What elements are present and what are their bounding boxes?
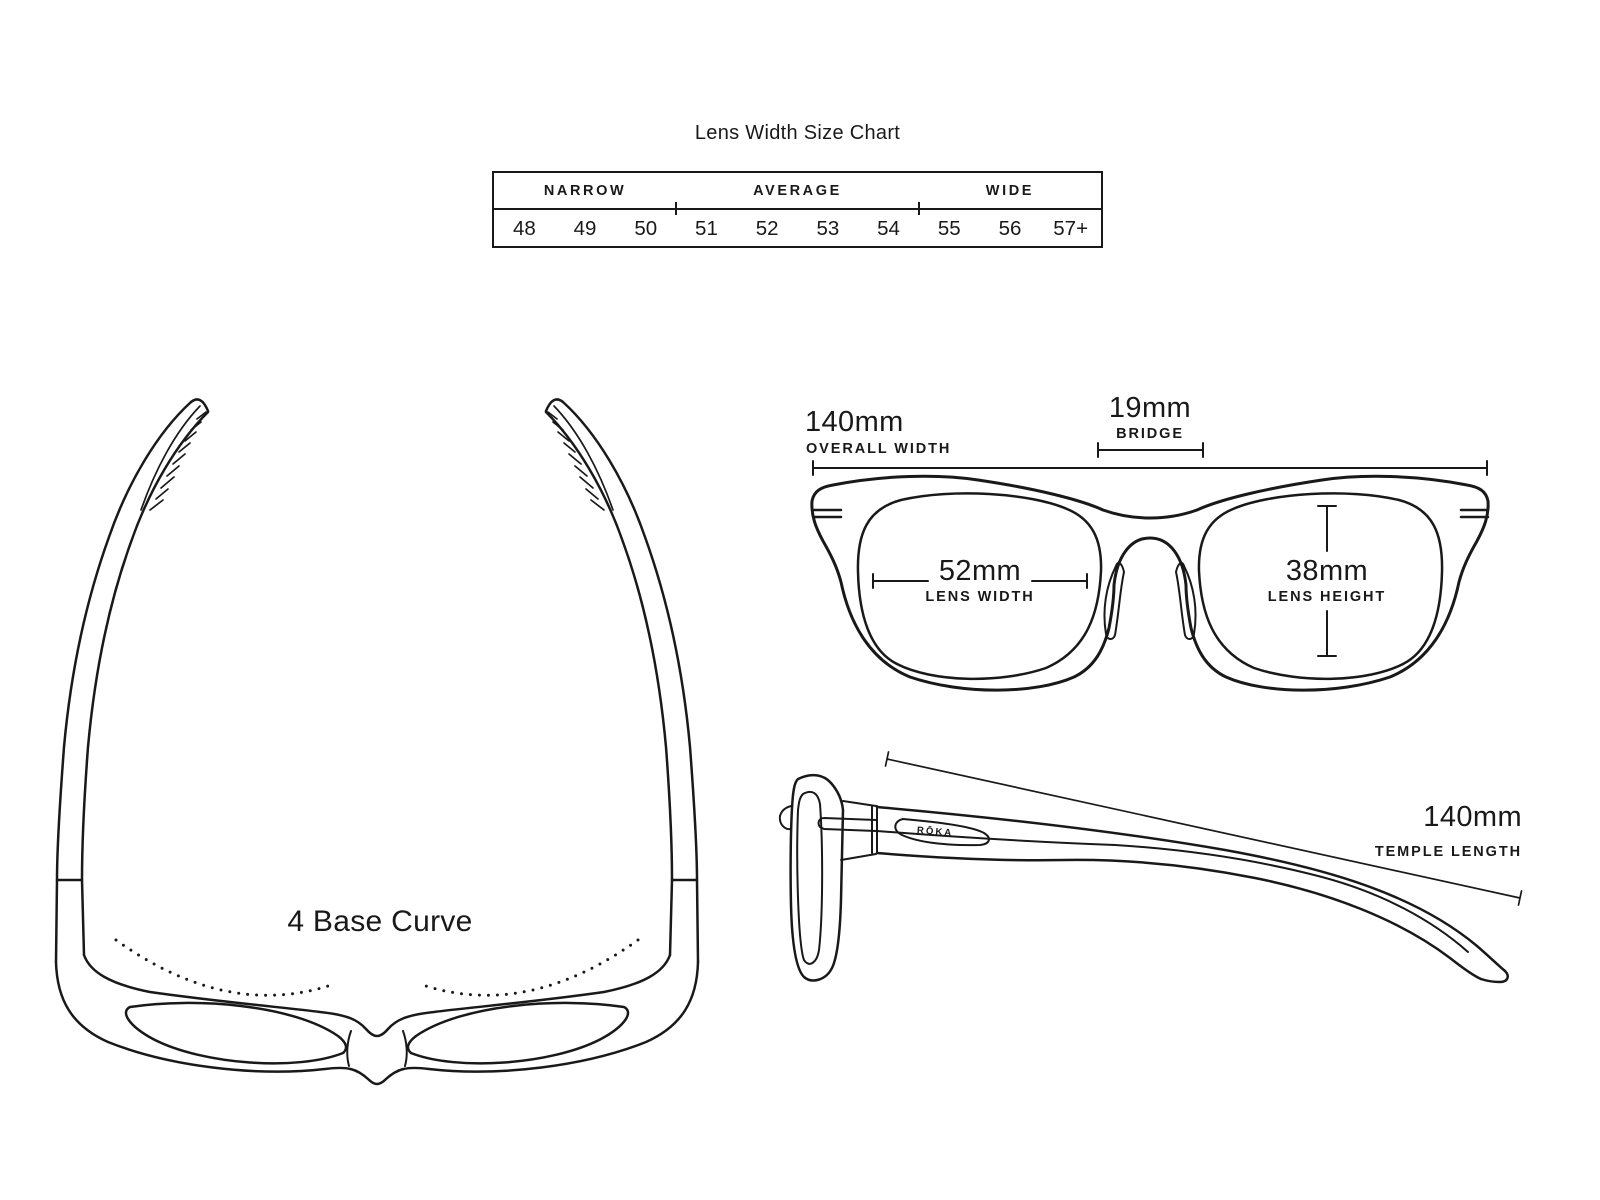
front-left-lens-outline (856, 492, 1103, 681)
top-left-lens (124, 1001, 348, 1065)
size-cell: 57+ (1053, 217, 1089, 240)
base-curve-dotted-arc-left (114, 938, 330, 997)
group-divider-tick (675, 202, 678, 215)
size-cell: 54 (877, 217, 900, 240)
top-left-temple-tip (189, 398, 210, 413)
top-left-temple-hatching (149, 411, 207, 511)
size-chart-title: Lens Width Size Chart (694, 122, 901, 144)
size-cell: 49 (573, 217, 597, 240)
temple-length-label: TEMPLE LENGTH (1374, 844, 1522, 860)
front-left-nose-pad (1103, 561, 1125, 640)
size-cell: 52 (755, 217, 779, 240)
top-left-temple-inner (80, 410, 210, 882)
top-right-temple-tip (544, 398, 565, 413)
front-right-hinge (1459, 508, 1490, 519)
top-view-drawing (54, 398, 700, 1086)
top-right-temple-midline (553, 405, 614, 511)
size-cell: 53 (816, 217, 840, 240)
front-view-drawing (810, 442, 1490, 692)
temple-length-measure-line (884, 751, 1523, 906)
lens-width-value: 52mm (938, 555, 1022, 587)
side-nose-pad-nub (778, 805, 792, 831)
top-frame-front-edge (54, 960, 700, 1086)
size-table-values-row: 48 49 50 51 52 53 54 55 56 57+ (494, 210, 1101, 248)
side-lens-profile (796, 790, 824, 965)
lens-height-value: 38mm (1285, 555, 1369, 587)
top-bridge-lines (346, 1030, 408, 1067)
size-cell: 56 (998, 217, 1022, 240)
top-right-temple-hatching (547, 411, 605, 511)
group-divider-tick (917, 202, 920, 215)
side-view-drawing (778, 751, 1523, 984)
top-frame-rear-edge (82, 953, 672, 1038)
side-temple-seam (876, 830, 1469, 953)
top-right-temple-outer (561, 400, 699, 882)
top-left-temple-outer (55, 400, 193, 882)
front-right-lens-outline (1197, 492, 1444, 681)
temple-length-value: 140mm (1423, 801, 1522, 833)
side-core-wires (817, 817, 877, 832)
top-left-temple-midline (140, 405, 201, 511)
front-right-nose-pad (1175, 561, 1197, 640)
side-hinge-block (840, 800, 878, 861)
top-right-endpiece (668, 878, 700, 964)
bridge-measure-line (1097, 442, 1204, 458)
front-left-hinge (812, 508, 843, 519)
side-logo-plaque (894, 818, 990, 847)
lens-width-measure-line (872, 573, 1088, 589)
side-temple-top-edge (875, 805, 1507, 973)
size-group-narrow: NARROW (543, 182, 627, 199)
size-cell: 51 (695, 217, 718, 240)
size-group-average: AVERAGE (753, 182, 842, 199)
front-frame-silhouette (810, 474, 1490, 692)
lens-height-label: LENS HEIGHT (1267, 589, 1387, 605)
top-right-temple-inner (544, 410, 674, 882)
overall-width-measure-line (812, 460, 1488, 476)
size-cell: 48 (512, 217, 536, 240)
overall-width-label: OVERALL WIDTH (806, 441, 952, 457)
side-temple-bottom-edge (875, 851, 1483, 981)
base-curve-dotted-arc-right (424, 938, 640, 997)
size-cell: 50 (634, 217, 658, 240)
overall-width-value: 140mm (805, 406, 904, 438)
side-temple-tip (1479, 969, 1509, 984)
bridge-label: BRIDGE (1116, 426, 1184, 442)
size-table-header-row: NARROW AVERAGE WIDE (494, 173, 1101, 210)
lens-width-label: LENS WIDTH (925, 589, 1035, 605)
top-right-lens (406, 1001, 630, 1065)
side-front-block (789, 773, 845, 982)
base-curve-label: 4 Base Curve (287, 905, 473, 938)
lens-width-size-table: NARROW AVERAGE WIDE 48 49 50 51 52 53 54… (492, 171, 1103, 248)
size-cell: 55 (937, 217, 961, 240)
top-left-endpiece (54, 878, 86, 964)
lens-height-measure-line (1317, 505, 1337, 657)
size-group-wide: WIDE (985, 182, 1035, 199)
bridge-value: 19mm (1108, 392, 1192, 424)
